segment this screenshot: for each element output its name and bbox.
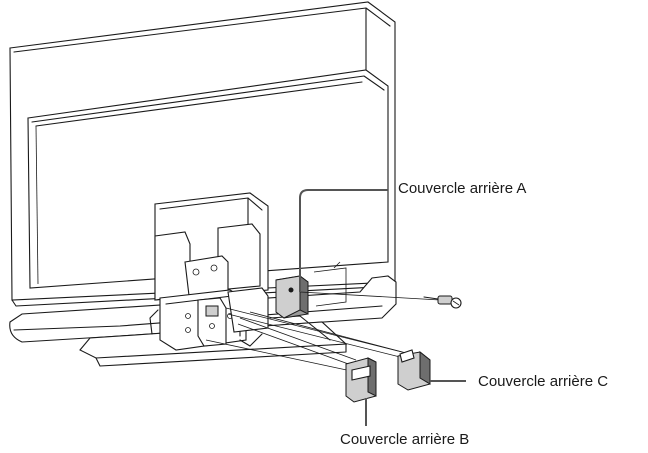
- cover-c-part: [397, 349, 431, 391]
- cover-a-part: [275, 275, 309, 319]
- label-cover-c: Couvercle arrière C: [478, 373, 608, 390]
- label-cover-a: Couvercle arrière A: [398, 180, 526, 197]
- tv-back-panel: [9, 1, 396, 307]
- leader-line-cover-a: [299, 189, 388, 292]
- cover-b-part: [345, 357, 377, 403]
- cable-bundle: [205, 307, 411, 373]
- bracket-assembly: [149, 255, 269, 351]
- cover-a-outline: [313, 261, 347, 307]
- label-cover-b: Couvercle arrière B: [340, 431, 469, 448]
- stand-neck: [154, 192, 269, 301]
- screw: [299, 291, 462, 309]
